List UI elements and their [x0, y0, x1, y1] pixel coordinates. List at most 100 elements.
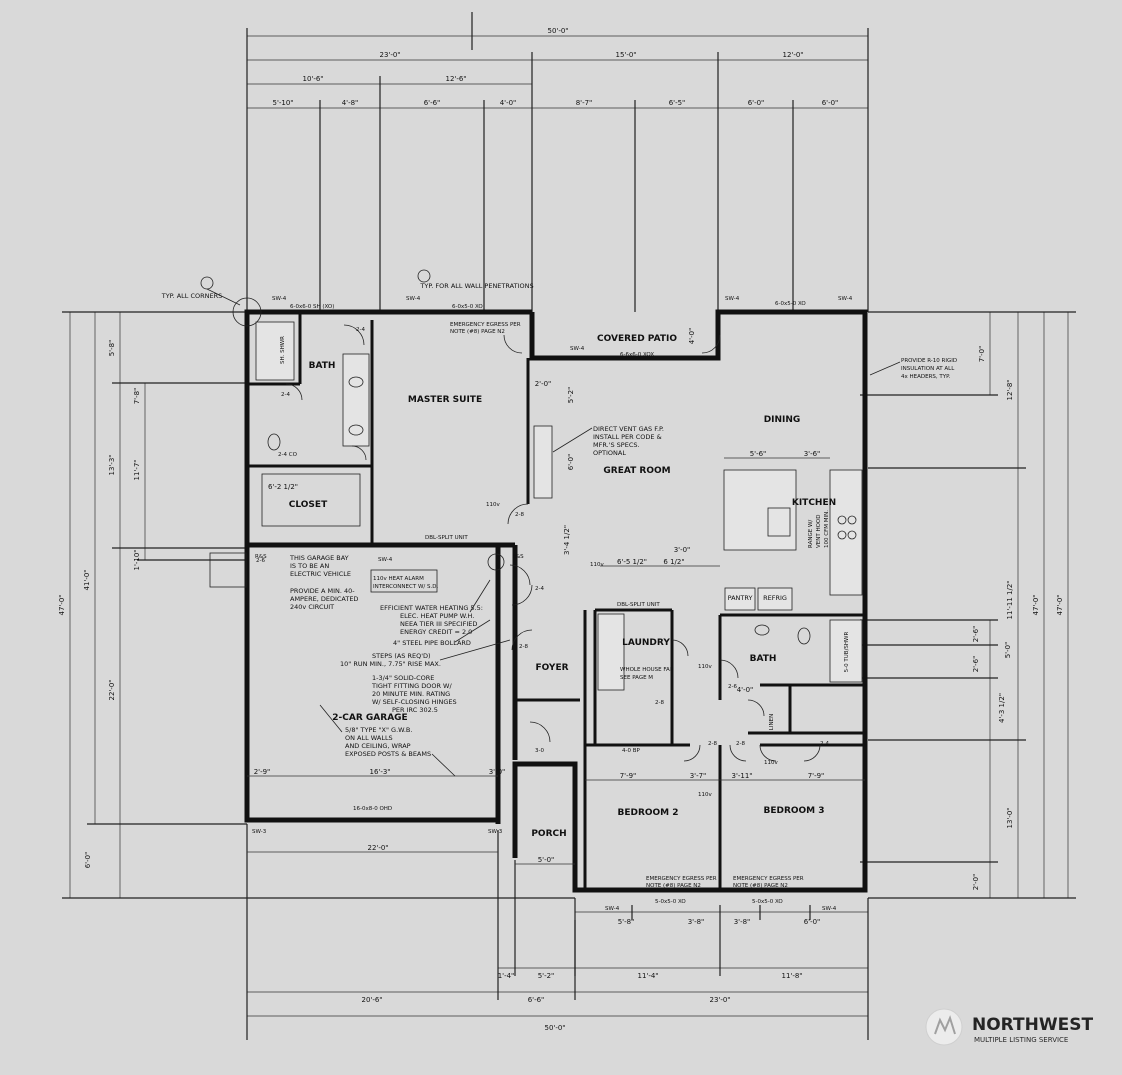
exterior-walls [244, 309, 868, 893]
note-door-1: 1-3/4" SOLID-CORE [372, 674, 434, 682]
dim-left-inner2-b: 11'-7" [133, 459, 141, 480]
tag-dbl-split-b: DBL-SPLIT UNIT [617, 602, 660, 608]
note-bed2-window: 5-0x5-0 XO [655, 899, 686, 905]
dim-bottom-row2-c: 11'-4" [637, 972, 658, 980]
tag-door-master-bath: 2-4 [356, 327, 365, 333]
note-gwb-3: AND CEILING, WRAP [345, 742, 411, 750]
room-bedroom3: BEDROOM 3 [763, 806, 824, 816]
dim-bed2-b: 3'-7" [690, 772, 707, 780]
note-bed3-window: 5-0x5-0 XO [752, 899, 783, 905]
note-110v-laundry: 110v [698, 664, 712, 670]
dim-right-inner-a: 7'-0" [978, 346, 986, 363]
tag-door-garage-entry: 2-8 [519, 644, 528, 650]
tag-linen: LINEN [769, 714, 775, 730]
tag-door-laundry: 2-8 [655, 700, 664, 706]
dim-kitchen-b: 3'-6" [804, 450, 821, 458]
kitchen-island [723, 469, 797, 551]
note-gwb-1: 5/8" TYPE "X" G.W.B. [345, 726, 412, 734]
note-whole-fan-1: WHOLE HOUSE FAN [620, 667, 674, 673]
room-great-room: GREAT ROOM [603, 466, 670, 476]
tag-door-bed3-closet: 2-4 [820, 741, 829, 747]
label-refrig: REFRIG [763, 594, 787, 602]
dim-bottom-row2-b: 5'-2" [538, 972, 555, 980]
note-heat-alarm-1: 110v HEAT ALARM [373, 576, 424, 582]
tag-door-foyer-a: 2-4 [535, 586, 544, 592]
tag-door-entry: 3-0 [535, 748, 544, 754]
note-110v-bed: 110v [698, 792, 712, 798]
note-fireplace-1: DIRECT VENT GAS F.P. [593, 425, 664, 433]
tag-sw4-a: SW-4 [272, 296, 287, 302]
dim-bottom-overall: 50'-0" [544, 1024, 565, 1032]
note-patio-beam: 6-6x6-0 XOX [620, 352, 654, 358]
note-garage-ev-3: ELECTRIC VEHICLE [290, 570, 351, 578]
dim-left-outer: 47'-0" [58, 594, 66, 615]
room-hall-bath: BATH [750, 654, 777, 664]
watermark-sub: MULTIPLE LISTING SERVICE [974, 1036, 1068, 1044]
dim-top-row4-a: 5'-10" [272, 99, 293, 107]
dim-bath-a: 4'-0" [737, 686, 754, 694]
note-fireplace-3: MFR.'S SPECS. [593, 441, 640, 449]
room-garage: 2-CAR GARAGE [332, 713, 407, 723]
tag-door-bed2: 2-8 [708, 741, 717, 747]
note-steps-1: STEPS (AS REQ'D) [372, 652, 431, 660]
note-garage-amp-1: PROVIDE A MIN. 40- [290, 587, 355, 595]
range-burner-c [837, 530, 847, 540]
note-typ-wall: TYP. FOR ALL WALL PENETRATIONS [419, 282, 533, 290]
dim-patio-a: 4'-0" [688, 328, 696, 345]
room-bedroom2: BEDROOM 2 [617, 808, 678, 818]
room-labels: MASTER SUITE BATH CLOSET COVERED PATIO D… [289, 334, 836, 839]
dim-right-mid-c: 13'-0" [1006, 807, 1014, 828]
left-dimensions: 47'-0" 41'-0" 5'-8" 13'-3" 22'-0" 6'-0" … [58, 311, 575, 899]
note-door-4: W/ SELF-CLOSING HINGES [372, 698, 457, 706]
tag-sw4-g: SW-4 [605, 906, 620, 912]
master-sink-b [348, 424, 364, 436]
note-typ-corners: TYP. ALL CORNERS [161, 292, 223, 300]
annotation-notes: TYP. ALL CORNERS TYP. FOR ALL WALL PENET… [161, 269, 957, 912]
note-garage-door: 16-0x8-0 OHD [353, 806, 392, 812]
tag-door-closet: 2-4 CO [278, 452, 298, 458]
corner-callout-bubble [200, 276, 214, 290]
tag-sw4-c: SW-4 [570, 346, 585, 352]
note-insulation-1: PROVIDE R-10 RIGID [901, 358, 957, 364]
dim-closet-a: 6'-2 1/2" [268, 483, 298, 491]
note-insulation-3: 4x HEADERS, TYP. [901, 374, 951, 380]
hall-toilet [797, 627, 811, 645]
dim-left-inner-b: 13'-3" [108, 454, 116, 475]
dim-top-row4-c: 6'-6" [424, 99, 441, 107]
room-porch: PORCH [531, 829, 566, 839]
note-water-heating-2: ELEC. HEAT PUMP W.H. [400, 612, 474, 620]
dim-left-inner2-c: 1'-10" [133, 549, 141, 570]
dim-right-inner-f: 2'-6" [972, 656, 980, 673]
bottom-dimensions: 5'-8" 3'-8" 3'-8" 6'-0" 1'-4" 5'-2" 11'-… [246, 824, 869, 1040]
master-sink-a [348, 376, 364, 388]
tag-sw3-b: SW-3 [488, 829, 503, 835]
note-door-5: PER IRC 302.5 [392, 706, 438, 714]
dim-gr-a: 6'-5 1/2" [617, 558, 647, 566]
note-heat-alarm-2: INTERCONNECT W/ S.D. [373, 584, 438, 590]
dim-bottom-row2-d: 11'-8" [781, 972, 802, 980]
dim-top-row3-b: 12'-6" [445, 75, 466, 83]
note-water-heating-1: EFFICIENT WATER HEATING 5.5: [380, 604, 483, 612]
note-water-heating-4: ENERGY CREDIT = 2.0 [400, 628, 472, 636]
tag-tub: 5-0 TUB/SHWR [844, 632, 850, 673]
fireplace [533, 425, 553, 499]
tag-door-wc: 2-4 [281, 392, 290, 398]
room-kitchen: KITCHEN [792, 498, 836, 508]
dim-top-row2-b: 15'-0" [615, 51, 636, 59]
range-burner-a [837, 515, 847, 525]
interior-dimensions: 22'-0" 16'-3" 2'-9" 3'-0" 5'-0" 7'-9" 3'… [247, 328, 865, 865]
kitchen-counter-right [829, 469, 863, 596]
note-door-3: 20 MINUTE MIN. RATING [372, 690, 450, 698]
dim-right-inner-d: 2'-0" [972, 874, 980, 891]
dim-fp-b: 5'-2" [567, 387, 575, 404]
dim-left-mid: 41'-0" [83, 569, 91, 590]
dim-bottom-row2-a: 1'-4" [498, 972, 515, 980]
note-dining-window: 6-0x5-0 XO [775, 301, 806, 307]
dim-bottom-row3-b: 6'-6" [528, 996, 545, 1004]
tag-sw4-d: SW-4 [725, 296, 740, 302]
dim-garage-door-clear: 16'-3" [369, 768, 390, 776]
tag-door-master: 2-8 [515, 512, 524, 518]
dim-top-row4-g: 6'-0" [748, 99, 765, 107]
tag-door-bed3: 2-8 [736, 741, 745, 747]
dim-bottom-row1-a: 5'-8" [618, 918, 635, 926]
